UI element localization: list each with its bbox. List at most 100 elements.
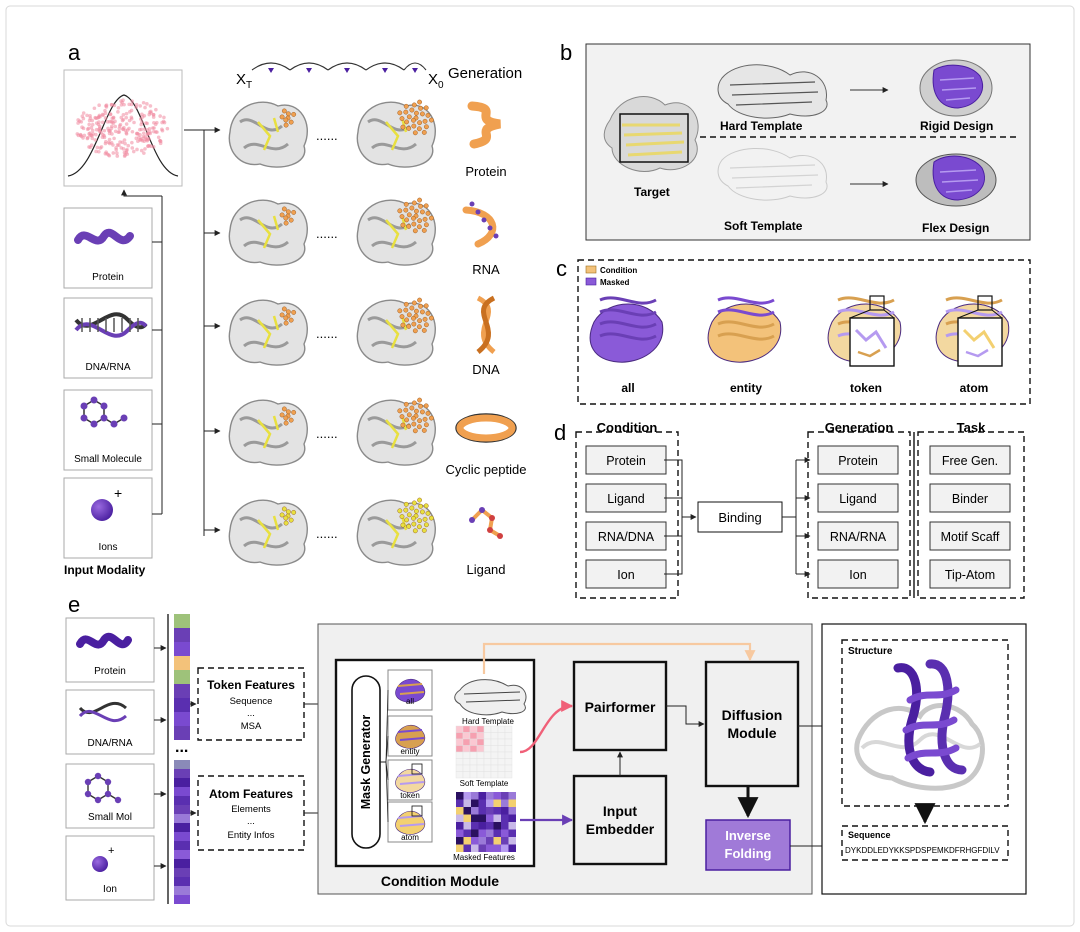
noise-dot — [81, 111, 86, 115]
task-item-label: Binder — [952, 492, 988, 506]
modality-to-noise-arrow — [121, 189, 162, 197]
masked-cell — [471, 799, 479, 807]
ion-icon: + — [91, 485, 122, 521]
soft-cell — [476, 738, 485, 746]
masked-cell — [456, 837, 464, 845]
structure-label: Structure — [848, 646, 893, 657]
token-cell — [174, 684, 190, 698]
soft-cell — [469, 751, 478, 759]
noise-dot — [118, 122, 123, 127]
row-ellipsis: ...... — [316, 526, 338, 541]
noise-dot — [122, 154, 127, 158]
noise-dot — [142, 151, 146, 155]
noise-dot — [135, 131, 139, 136]
noise-dot — [109, 141, 114, 145]
noise-dot — [115, 143, 120, 147]
noise-dot — [86, 126, 91, 131]
noise-dot — [147, 137, 151, 141]
soft-cell — [483, 738, 492, 746]
input-ion-icon: + — [92, 845, 114, 872]
atom-cell — [174, 850, 190, 859]
noise-dot — [141, 100, 146, 105]
soft-cell — [490, 725, 499, 733]
masked-cell — [471, 837, 479, 845]
modality-label: Ions — [99, 542, 118, 553]
modality-card-ion — [63, 477, 153, 559]
noise-dot — [154, 107, 158, 112]
noise-dot — [123, 128, 128, 133]
token-cell — [174, 642, 190, 656]
task-item-label: Tip-Atom — [945, 568, 995, 582]
noise-dot — [158, 138, 162, 143]
masked-cell — [456, 807, 464, 815]
noise-dot — [130, 140, 134, 145]
noise-dot — [88, 133, 92, 138]
generation-item-box — [817, 445, 899, 475]
soft-cell — [455, 764, 464, 772]
mask-generator-link — [385, 689, 389, 763]
panel-letter-a: a — [68, 40, 81, 65]
masked-cell — [501, 837, 509, 845]
token-cell — [174, 712, 190, 726]
mask-generator-link — [385, 761, 389, 823]
soft-cell — [504, 764, 513, 772]
noise-dot — [123, 141, 127, 146]
token-feature-line-3: MSA — [241, 721, 262, 732]
diffusion-label-1: Diffusion — [722, 707, 783, 723]
soft-cell — [483, 771, 492, 779]
noise-dot — [151, 126, 155, 130]
inverse-folding-label-2: Folding — [725, 846, 772, 861]
soft-cell — [483, 732, 492, 740]
input-embedder-label-1: Input — [603, 803, 638, 819]
noise-dot — [127, 118, 132, 123]
mask-example-label: atom — [960, 381, 989, 395]
noise-dot — [90, 128, 95, 133]
output-label: Cyclic peptide — [446, 462, 527, 477]
zoom-inset — [957, 317, 1003, 367]
legend-masked-swatch — [585, 277, 597, 286]
noise-dot — [138, 138, 142, 142]
noise-dot — [129, 115, 134, 120]
noise-dot — [127, 102, 131, 107]
generation-rows: ......Protein......RNA......DNA......Cyc… — [228, 99, 527, 577]
zoom-source-box — [869, 295, 885, 311]
soft-cell — [455, 745, 464, 753]
task-item-box — [929, 483, 1011, 513]
mask-example-all — [589, 296, 664, 363]
masked-cell — [493, 814, 501, 822]
masked-cell — [463, 814, 471, 822]
noise-dot — [76, 121, 80, 125]
noise-dot — [143, 147, 147, 151]
noise-dot — [75, 132, 80, 136]
dna-output-icon — [476, 295, 496, 354]
soft-cell — [476, 758, 485, 766]
atom-cell — [174, 841, 190, 850]
token-cell — [174, 628, 190, 642]
masked-cell — [471, 829, 479, 837]
soft-template-structure — [717, 147, 828, 201]
sequence-label: Sequence — [848, 830, 891, 840]
masked-cell — [493, 844, 501, 852]
noise-dots — [75, 98, 170, 158]
noise-dot — [120, 140, 125, 145]
denoised-complex — [356, 497, 436, 566]
noise-dot — [160, 128, 165, 133]
masked-cell — [486, 844, 494, 852]
masked-cell — [508, 829, 516, 837]
noise-dot — [139, 148, 144, 153]
token-features-title: Token Features — [207, 678, 295, 692]
noise-dot — [104, 104, 108, 108]
arc-arrowhead — [306, 68, 312, 73]
noise-dot — [119, 99, 123, 103]
mask-item-label: all — [406, 697, 414, 706]
masked-cell — [456, 799, 464, 807]
soft-cell — [476, 751, 485, 759]
soft-cell — [497, 745, 506, 753]
masked-cell — [478, 799, 486, 807]
masked-features-label: Masked Features — [453, 853, 515, 862]
masked-cell — [486, 792, 494, 800]
masked-cell — [493, 829, 501, 837]
